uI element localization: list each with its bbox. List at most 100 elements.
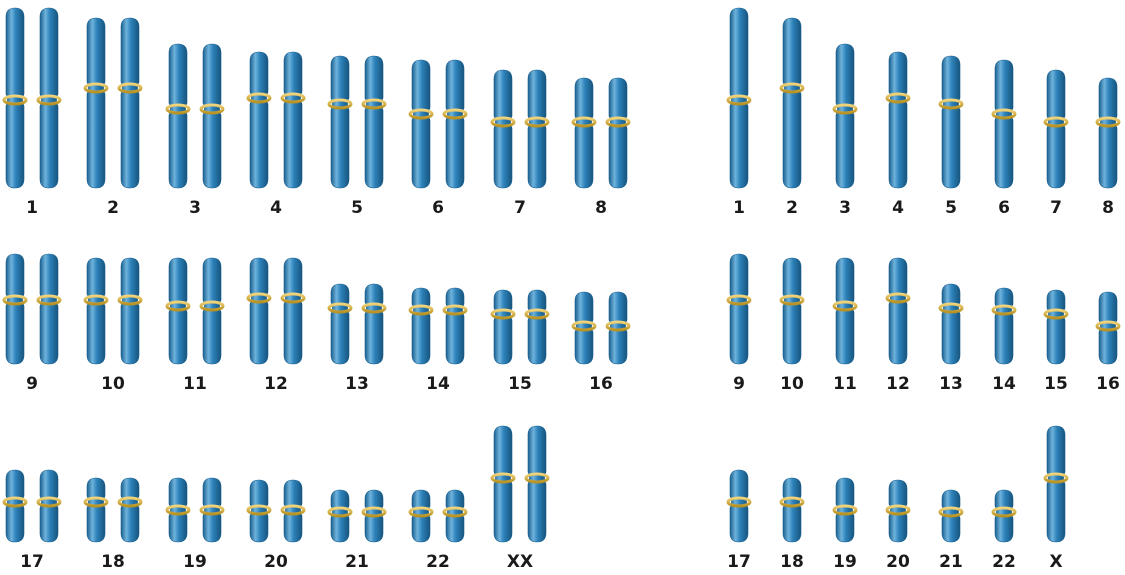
chromosome-13-chromatid [942,284,960,364]
chromosome-9-chromatid [730,254,748,364]
chromosome-haploid-6 [993,60,1015,188]
chromosome-2-a-chromatid [87,18,105,188]
chromosome-label: 1 [0,198,67,218]
chromosome-haploid-2 [781,18,803,188]
chromosome-diploid-19 [167,478,223,542]
chromosome-diploid-17 [4,470,60,542]
chromosome-5-a-chromatid [331,56,349,188]
chromosome-label: 13 [322,374,392,394]
chromosome-diploid-16 [573,292,629,364]
chromosome-8-a-chromatid [575,78,593,188]
chromosome-18-chromatid [783,478,801,542]
chromosome-haploid-12 [887,258,909,364]
chromosome-diploid-11 [167,258,223,364]
chromosome-label: 21 [322,552,392,572]
chromosome-label: 8 [1073,198,1125,218]
chromosome-8-b-chromatid [609,78,627,188]
chromosome-19-chromatid [836,478,854,542]
chromosome-diploid-20 [248,480,304,542]
chromosome-14-b-chromatid [446,288,464,364]
chromosome-18-a-chromatid [87,478,105,542]
chromosome-label: 4 [241,198,311,218]
chromosome-diploid-4 [248,52,304,188]
chromosome-haploid-13 [940,284,962,364]
chromosome-20-b-chromatid [284,480,302,542]
chromosome-diploid-9 [4,254,60,364]
chromosome-label: 16 [566,374,636,394]
chromosome-haploid-11 [834,258,856,364]
chromosome-label: 17 [0,552,67,572]
chromosome-19-a-chromatid [169,478,187,542]
chromosome-14-a-chromatid [412,288,430,364]
chromosome-label: 9 [0,374,67,394]
chromosome-label: 14 [403,374,473,394]
chromosome-12-chromatid [889,258,907,364]
chromosome-3-b-chromatid [203,44,221,188]
chromosome-haploid-8 [1097,78,1119,188]
chromosome-diploid-6 [410,60,466,188]
chromosome-haploid-20 [887,480,909,542]
chromosome-10-b-chromatid [121,258,139,364]
chromosome-diploid-15 [492,290,548,364]
chromosome-2-chromatid [783,18,801,188]
chromosome-label: X [1021,552,1091,572]
chromosome-10-a-chromatid [87,258,105,364]
chromosome-haploid-X [1045,426,1067,542]
chromosome-label: XX [485,552,555,572]
chromosome-15-a-chromatid [494,290,512,364]
chromosome-5-b-chromatid [365,56,383,188]
chromosome-XX-a-chromatid [494,426,512,542]
chromosome-label: 5 [322,198,392,218]
chromosome-label: 19 [160,552,230,572]
chromosome-haploid-15 [1045,290,1067,364]
chromosome-18-b-chromatid [121,478,139,542]
chromosome-diploid-3 [167,44,223,188]
chromosome-6-b-chromatid [446,60,464,188]
chromosome-19-b-chromatid [203,478,221,542]
chromosome-diploid-2 [85,18,141,188]
chromosome-20-chromatid [889,480,907,542]
chromosome-3-a-chromatid [169,44,187,188]
chromosome-4-chromatid [889,52,907,188]
chromosome-10-chromatid [783,258,801,364]
chromosome-X-chromatid [1047,426,1065,542]
chromosome-7-a-chromatid [494,70,512,188]
chromosome-label: 22 [403,552,473,572]
chromosome-12-b-chromatid [284,258,302,364]
chromosome-label: 2 [78,198,148,218]
chromosome-haploid-5 [940,56,962,188]
chromosome-label: 12 [241,374,311,394]
chromosome-8-chromatid [1099,78,1117,188]
chromosome-3-chromatid [836,44,854,188]
chromosome-diploid-13 [329,284,385,364]
chromosome-13-a-chromatid [331,284,349,364]
chromosome-haploid-1 [728,8,750,188]
chromosome-label: 8 [566,198,636,218]
chromosome-label: 3 [160,198,230,218]
chromosome-label: 6 [403,198,473,218]
chromosome-label: 18 [78,552,148,572]
chromosome-7-b-chromatid [528,70,546,188]
chromosome-haploid-18 [781,478,803,542]
chromosome-label: 20 [241,552,311,572]
chromosome-diploid-18 [85,478,141,542]
chromosome-15-b-chromatid [528,290,546,364]
chromosome-13-b-chromatid [365,284,383,364]
chromosome-9-b-chromatid [40,254,58,364]
chromosome-diploid-22 [410,490,466,542]
chromosome-5-chromatid [942,56,960,188]
chromosome-label: 16 [1073,374,1125,394]
chromosome-XX-b-chromatid [528,426,546,542]
chromosome-2-b-chromatid [121,18,139,188]
chromosome-15-chromatid [1047,290,1065,364]
chromosome-haploid-21 [940,490,962,542]
chromosome-diploid-XX [492,426,548,542]
chromosome-label: 7 [485,198,555,218]
chromosome-diploid-14 [410,288,466,364]
chromosome-6-chromatid [995,60,1013,188]
chromosome-diploid-1 [4,8,60,188]
chromosome-4-b-chromatid [284,52,302,188]
chromosome-12-a-chromatid [250,258,268,364]
chromosome-label: 11 [160,374,230,394]
